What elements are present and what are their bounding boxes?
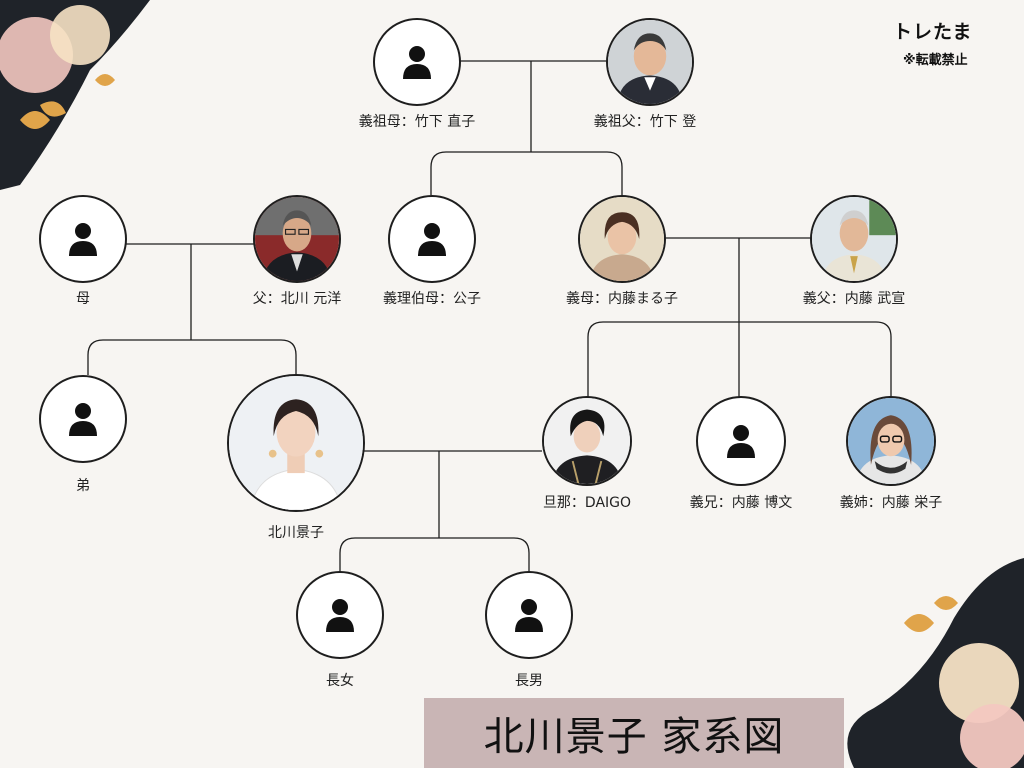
sister-in-law-photo bbox=[848, 398, 934, 484]
label-father: 父：北川 元洋 bbox=[252, 291, 342, 307]
grandfather-in-law-photo bbox=[608, 20, 692, 104]
bottom-right-flower-decoration bbox=[847, 558, 1024, 768]
label-keiko: 北川景子 bbox=[268, 525, 324, 541]
node-father-in-law bbox=[810, 195, 898, 283]
page-title: 北川景子 家系図 bbox=[483, 714, 785, 760]
label-brother: 弟 bbox=[76, 478, 90, 494]
person-silhouette-icon bbox=[69, 223, 97, 256]
no-reprint-note: ※転載禁止 bbox=[903, 53, 968, 68]
person-silhouette-icon bbox=[326, 599, 354, 632]
label-mother: 母 bbox=[76, 291, 90, 307]
label-daughter: 長女 bbox=[326, 673, 354, 689]
person-silhouette-icon bbox=[727, 425, 755, 458]
node-husband bbox=[542, 396, 632, 486]
node-sister-in-law bbox=[846, 396, 936, 486]
node-son bbox=[485, 571, 573, 659]
node-grandmother-in-law bbox=[373, 18, 461, 106]
person-silhouette-icon bbox=[403, 46, 431, 79]
title-banner bbox=[424, 698, 844, 768]
label-grandmother-in-law: 義祖母：竹下 直子 bbox=[358, 114, 476, 130]
mother-in-law-photo bbox=[580, 197, 664, 281]
node-aunt-in-law bbox=[388, 195, 476, 283]
node-father bbox=[253, 195, 341, 283]
brand-logo: トレたま bbox=[893, 21, 973, 43]
person-silhouette-icon bbox=[418, 223, 446, 256]
keiko-photo bbox=[229, 376, 363, 510]
node-mother-in-law bbox=[578, 195, 666, 283]
father-in-law-photo bbox=[812, 197, 896, 281]
person-silhouette-icon bbox=[515, 599, 543, 632]
node-grandfather-in-law bbox=[606, 18, 694, 106]
label-aunt-in-law: 義理伯母：公子 bbox=[383, 291, 481, 307]
label-brother-in-law: 義兄：内藤 博文 bbox=[689, 495, 793, 511]
person-silhouette-icon bbox=[69, 403, 97, 436]
node-brother bbox=[39, 375, 127, 463]
node-daughter bbox=[296, 571, 384, 659]
label-father-in-law: 義父：内藤 武宣 bbox=[802, 291, 906, 307]
node-keiko bbox=[227, 374, 365, 512]
label-sister-in-law: 義姉：内藤 栄子 bbox=[839, 495, 943, 511]
top-left-flower-decoration bbox=[0, 0, 150, 190]
node-mother bbox=[39, 195, 127, 283]
node-brother-in-law bbox=[696, 396, 786, 486]
husband-photo bbox=[544, 398, 630, 484]
label-son: 長男 bbox=[515, 673, 543, 689]
label-mother-in-law: 義母：内藤まる子 bbox=[566, 291, 678, 307]
label-grandfather-in-law: 義祖父：竹下 登 bbox=[593, 114, 697, 130]
father-photo bbox=[255, 197, 339, 281]
label-husband: 旦那：DAIGO bbox=[542, 495, 632, 511]
